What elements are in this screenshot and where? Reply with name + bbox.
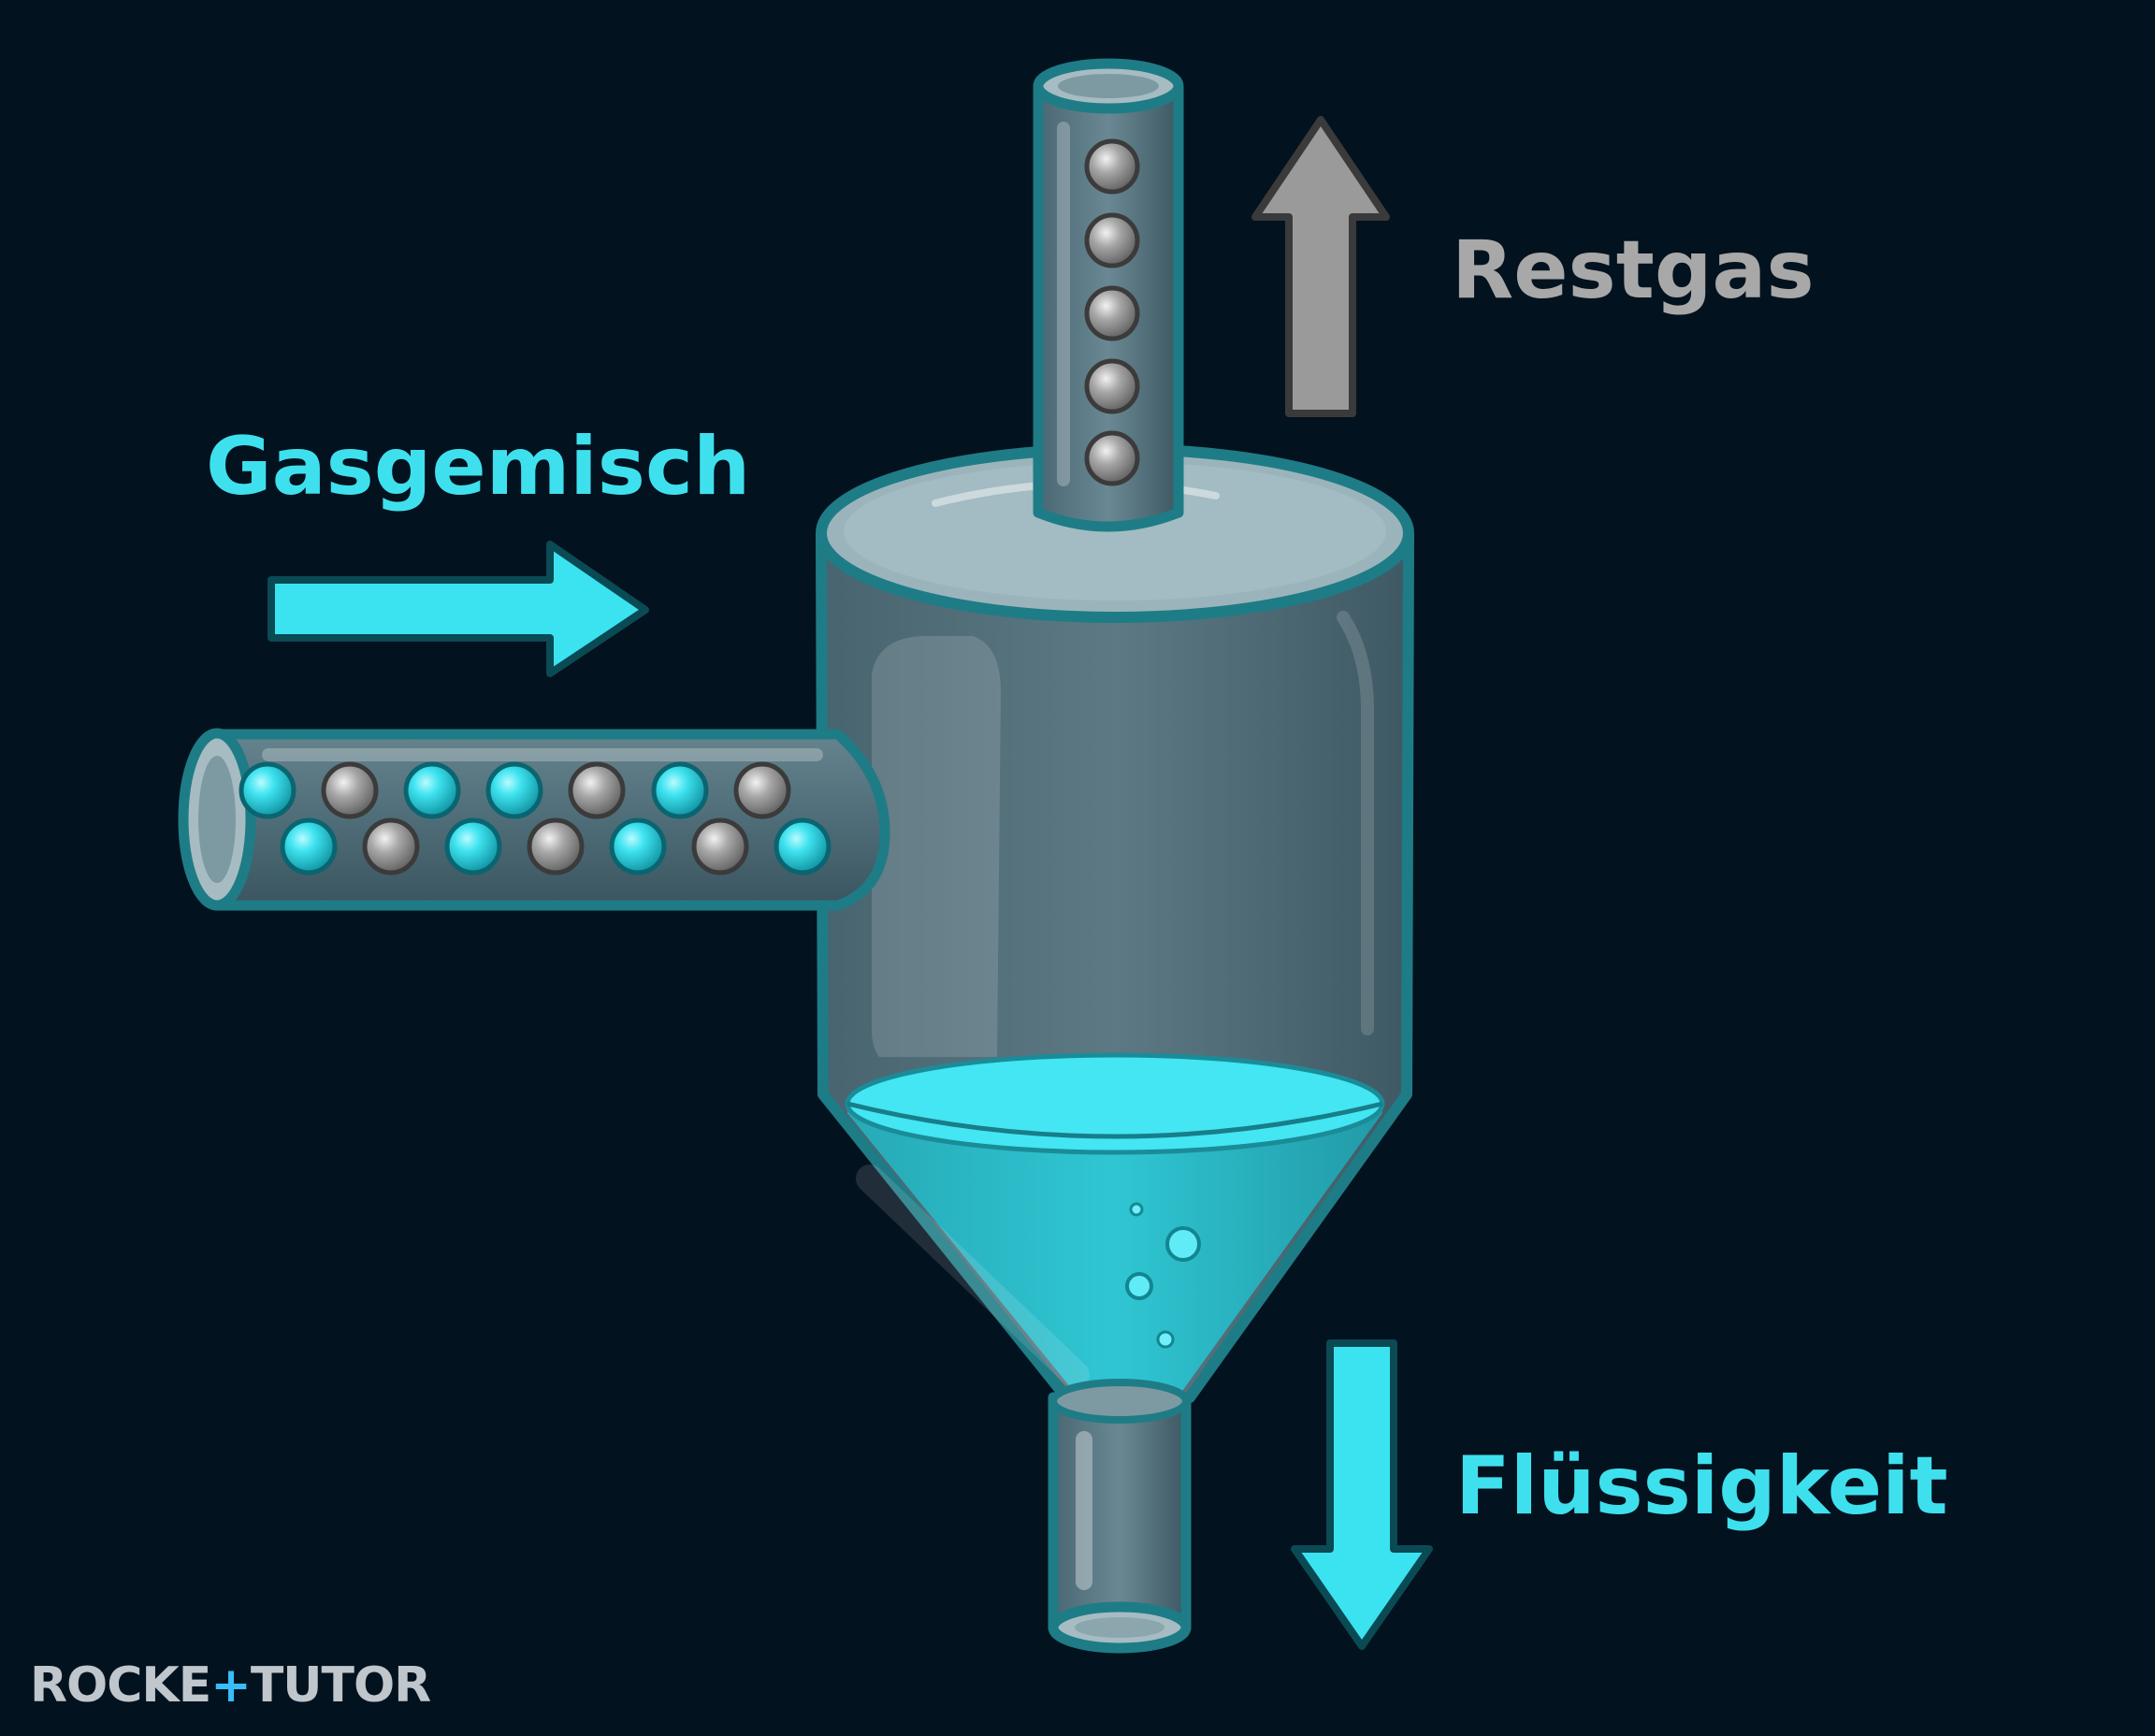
gas-molecule: [568, 761, 626, 819]
arrow-right-icon: [268, 541, 649, 677]
liquid-molecule: [609, 817, 667, 875]
liquid-molecule: [403, 761, 461, 819]
gas-molecule: [1084, 285, 1140, 341]
bubble: [1156, 1330, 1175, 1349]
arrow-up-icon: [1251, 116, 1390, 417]
bubbles: [1125, 1202, 1201, 1349]
gas-molecule: [733, 761, 791, 819]
rockettutor-logo: ROCKE+TUTOR: [30, 1657, 431, 1714]
gas-molecules-top: [1084, 138, 1140, 486]
glass-highlight: [872, 636, 1001, 1057]
input-label: Gasgemisch: [206, 420, 750, 514]
gas-molecule: [1084, 138, 1140, 195]
liquid-molecule: [651, 761, 709, 819]
arrow-down-icon: [1291, 1339, 1433, 1650]
bottom-output-label: Flüssigkeit: [1455, 1439, 1948, 1533]
gas-molecule: [1084, 212, 1140, 268]
gas-molecule: [1084, 358, 1140, 414]
bubble: [1165, 1226, 1201, 1262]
gas-mixture-molecules: [239, 761, 832, 875]
top-outlet-pipe: [1033, 58, 1184, 532]
liquid-molecule: [444, 817, 502, 875]
liquid-fill: [847, 1085, 1382, 1394]
liquid-molecule: [485, 761, 543, 819]
gas-molecule: [1084, 430, 1140, 486]
gas-molecule: [527, 817, 585, 875]
separator-vessel: [816, 443, 1414, 1403]
bottom-outlet-pipe: [1048, 1379, 1192, 1654]
gas-molecule: [321, 761, 379, 819]
inlet-pipe: [178, 728, 890, 911]
liquid-molecule: [774, 817, 832, 875]
liquid-molecule: [280, 817, 338, 875]
liquid-molecule: [239, 761, 296, 819]
bubble: [1129, 1202, 1144, 1217]
gas-molecule: [691, 817, 749, 875]
gas-molecule: [362, 817, 420, 875]
top-output-label: Restgas: [1452, 224, 1815, 317]
bubble: [1125, 1272, 1153, 1300]
